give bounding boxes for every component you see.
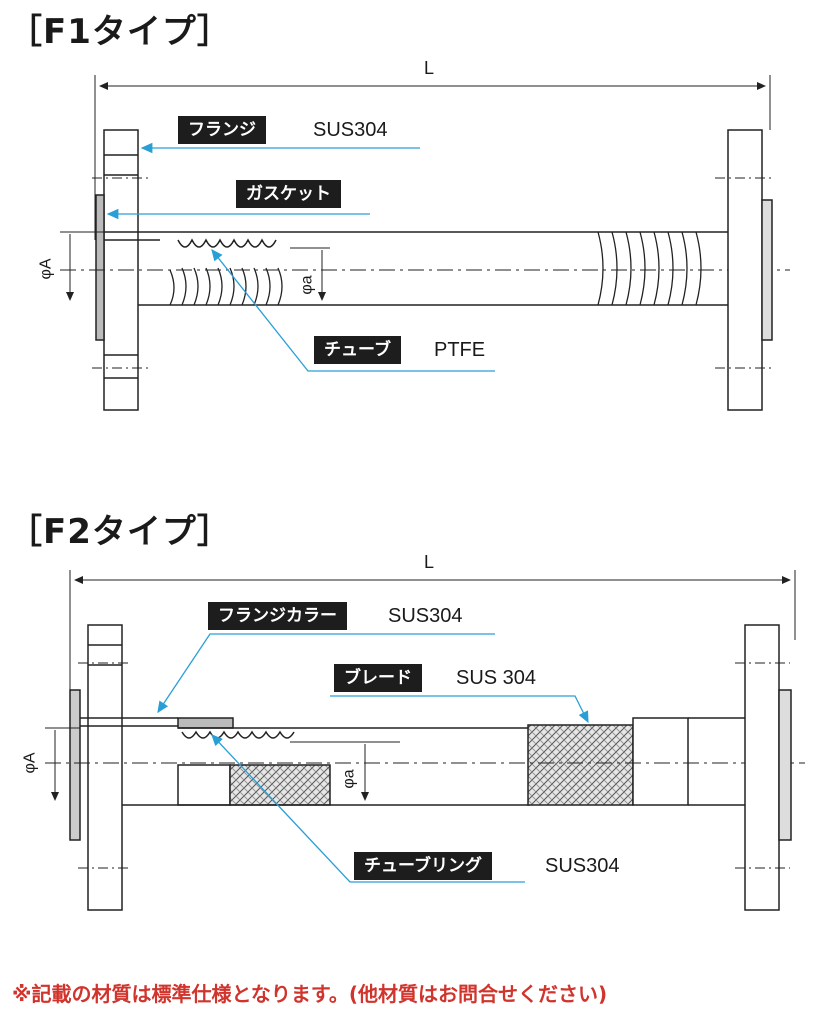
f1-flange-tag: フランジ (178, 116, 266, 144)
f1-drawing (60, 75, 790, 411)
f1-gasket-tag: ガスケット (236, 180, 341, 208)
f2-drawing (45, 570, 805, 911)
f2-braid-material: SUS 304 (456, 667, 537, 689)
f2-leaders (157, 633, 589, 883)
f2-title: ［F2タイプ］ (8, 512, 232, 552)
f1-length-label: L (424, 58, 435, 78)
f2-braid-tag: ブレード (334, 664, 422, 692)
f2-phia-label: φa (340, 769, 358, 789)
f2-tube-ring-material: SUS304 (545, 855, 620, 877)
f2-tube-ring-tag: チューブリング (354, 852, 492, 880)
f1-tube-material: PTFE (434, 339, 486, 361)
f2-phiA-label: φA (21, 752, 39, 774)
f1-leaders (106, 142, 495, 372)
f1-phiA-label: φA (37, 258, 55, 280)
f1-flange-material: SUS304 (313, 119, 388, 141)
f1-title: ［F1タイプ］ (8, 12, 232, 52)
f2-flange-collar-material: SUS304 (388, 605, 463, 627)
f1-tube-tag: チューブ (314, 336, 401, 364)
footnote: ※記載の材質は標準仕様となります。(他材質はお問合せください) (12, 982, 608, 1006)
f1-phia-label: φa (298, 275, 316, 295)
f2-flange-collar-tag: フランジカラー (208, 602, 347, 630)
f2-length-label: L (424, 552, 435, 572)
